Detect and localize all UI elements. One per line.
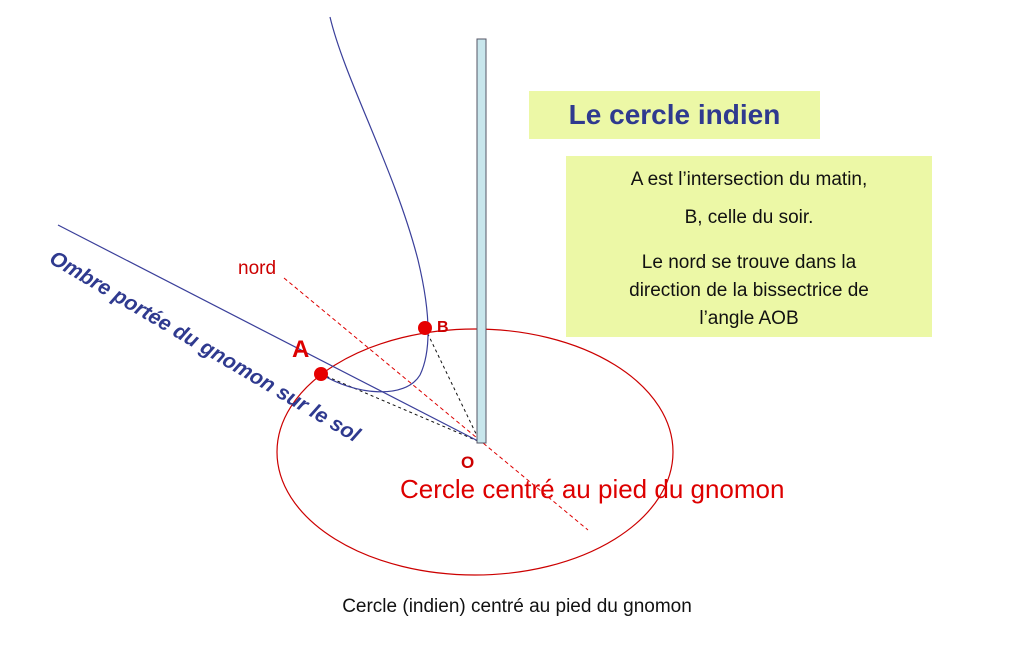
point-a-label: A [292,336,309,363]
note-line-5: l’angle AOB [699,308,799,329]
shadow-line [57,224,481,443]
title-box: Le cercle indien [529,91,820,139]
shadow-label: Ombre portée du gnomon sur le sol [45,246,364,447]
north-bisector-line [283,277,589,531]
shadow-tip-curve [320,16,429,393]
gnomon [476,38,487,444]
note-line-1: A est l’intersection du matin, [630,169,868,190]
nord-label: nord [238,258,276,279]
diagram-title: Le cercle indien [568,99,781,130]
explanation-box: A est l’intersection du matin, B, celle … [566,156,932,337]
point-o-label: O [461,453,474,472]
point-a [314,367,328,381]
figure-caption: Cercle (indien) centré au pied du gnomon [342,596,692,617]
segment-ob [424,327,481,443]
note-line-3: Le nord se trouve dans la [641,252,857,273]
note-line-2: B, celle du soir. [684,207,814,228]
point-b [418,321,432,335]
indian-circle [276,328,674,576]
segment-oa [320,373,481,443]
point-b-label: B [437,319,449,336]
note-line-4: direction de la bissectrice de [629,280,869,301]
circle-label: Cercle centré au pied du gnomon [400,474,784,504]
